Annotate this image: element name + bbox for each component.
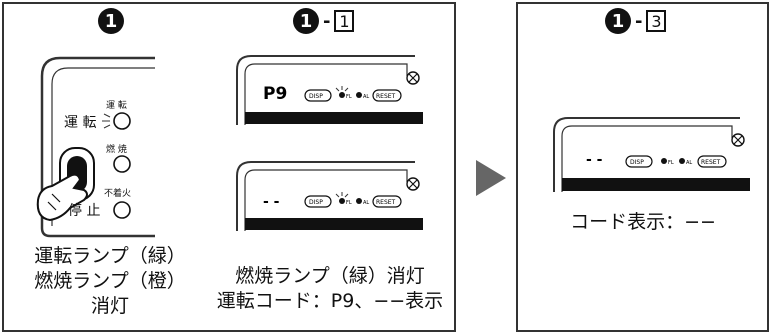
disp-button-label: DISP (309, 199, 323, 206)
fl-lamp-icon (339, 92, 345, 98)
caption-line: 運転ランプ（緑） (34, 245, 186, 267)
reset-button-label: RESET (701, 159, 721, 166)
step-number-badge: 1 (605, 8, 631, 34)
caption-line: 運転コード：P9、−−表示 (216, 290, 444, 312)
caption-line: 燃焼ランプ（橙） (34, 270, 186, 292)
al-lamp-icon (356, 92, 362, 98)
switch-panel-illustration (36, 56, 155, 238)
disp-button-label: DISP (309, 93, 323, 100)
fl-lamp-icon (339, 198, 345, 204)
step-dash: - (323, 10, 331, 32)
reset-button-label: RESET (376, 93, 396, 100)
caption-line: 消灯 (90, 295, 129, 317)
step-1-3-marker: 1 - 3 (605, 8, 667, 34)
caption-line: 燃焼ランプ（緑）消灯 (235, 265, 425, 287)
step-dash: - (635, 10, 643, 32)
remote-display-top: P9 DISP FL AL RESET (236, 55, 423, 125)
al-lamp-icon (356, 198, 362, 204)
substep-number: 1 (334, 10, 355, 32)
svg-text:FL: FL (346, 94, 352, 100)
stop-label: 停 止 (68, 203, 101, 219)
svg-text:AL: AL (363, 200, 369, 206)
misfire-label: 不着火 (104, 189, 132, 199)
svg-text:AL: AL (686, 160, 692, 166)
step-1-marker: 1 (98, 8, 124, 34)
caption-line: コード表示：−− (570, 211, 716, 233)
display-code: - - (263, 194, 280, 210)
step-number-badge: 1 (98, 8, 124, 34)
fl-lamp-icon (661, 158, 667, 164)
substep-number: 3 (646, 10, 667, 32)
display-code: P9 (263, 84, 287, 104)
display-code: - - (586, 152, 603, 168)
svg-text:AL: AL (363, 94, 369, 100)
remote-display-final: - - DISP FL AL RESET (553, 117, 750, 192)
next-arrow-icon (476, 160, 506, 196)
run-label-small: 運 転 (106, 101, 127, 111)
run-lamp-label: 運 転 (64, 115, 97, 131)
remote-display-bottom: - - DISP FL AL RESET (236, 161, 423, 231)
caption-step-1-3: コード表示：−− (548, 210, 738, 235)
al-lamp-icon (679, 158, 685, 164)
step-1-1-marker: 1 - 1 (293, 8, 355, 34)
disp-button-label: DISP (630, 159, 644, 166)
misfire-lamp-icon (113, 201, 131, 219)
caption-step-1: 運転ランプ（緑） 燃焼ランプ（橙） 消灯 (20, 244, 200, 319)
run-lamp-icon (113, 112, 131, 130)
svg-text:FL: FL (346, 200, 352, 206)
burn-label: 燃 焼 (106, 145, 127, 155)
reset-button-label: RESET (376, 199, 396, 206)
step-number-badge: 1 (293, 8, 319, 34)
burn-lamp-icon (113, 155, 131, 173)
svg-text:FL: FL (668, 160, 674, 166)
caption-step-1-1: 燃焼ランプ（緑）消灯 運転コード：P9、−−表示 (210, 264, 450, 314)
